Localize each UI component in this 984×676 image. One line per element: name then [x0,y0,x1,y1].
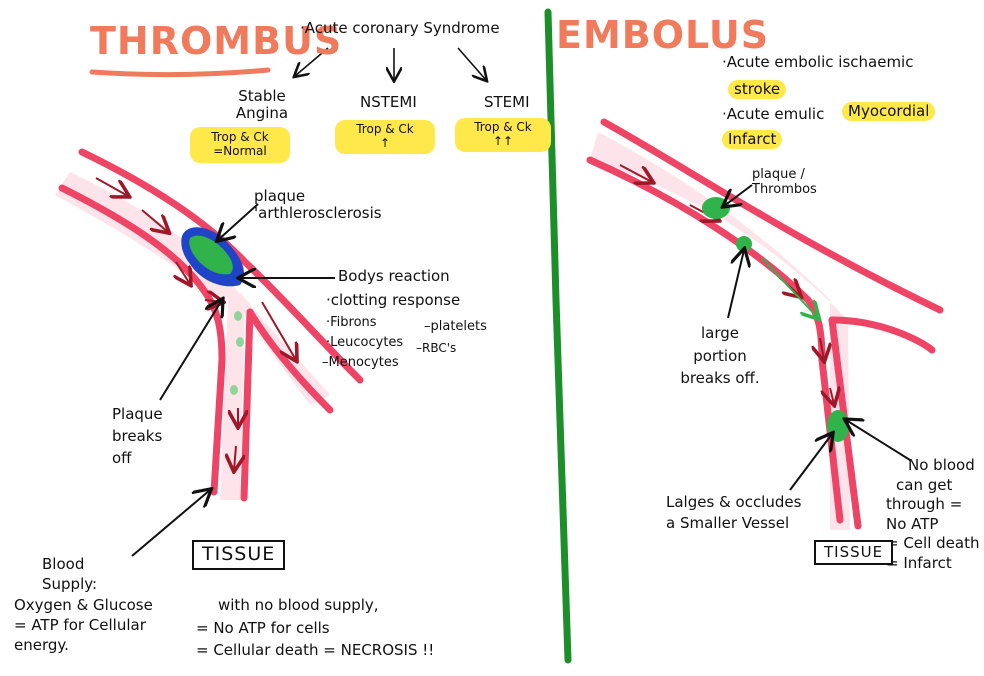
arrow-no-blood [846,420,911,461]
divider-line [544,8,572,664]
title-underline [89,67,271,78]
nstemi-label: NSTEMI [360,93,417,111]
embolus-title: EMBOLUS [556,13,770,57]
arrow-to-stemi [457,47,486,80]
arrow-large-portion [727,250,744,319]
platelets-label: –platelets [424,319,487,334]
blood-supply-label: Blood Supply: Oxygen & Glucose = ATP for… [14,555,153,654]
arrow-to-stable-angina [295,47,329,76]
bodys-reaction-label: Bodys reaction [338,267,450,285]
stemi-trop-badge: Trop & Ck↑↑ [455,118,551,152]
myocardial-badge: Myocordial [842,102,936,122]
thrombus-title: THROMBUS [90,19,343,63]
thrombus-plaque-inner [189,235,233,275]
plaque-label: plaque'arthlerosclerosis [254,187,382,223]
no-blood-through-label: No blood can get through = No ATP = Cell… [886,456,980,572]
stable-trop-badge: Trop & Ck=Normal [190,127,290,163]
no-blood-supply-label: with no blood supply, = No ATP for cells… [196,596,435,659]
arrow-blood-supply [131,490,210,557]
embolus-fragment [736,236,752,252]
arrow-lodges [789,434,832,491]
fibrons-label: ·Fibrons [326,315,377,330]
arrow-plaque [218,203,259,240]
clotting-response-label: ·clotting response [326,291,461,309]
nstemi-trop-badge: Trop & Ck↑ [335,120,435,154]
mi-line-label: ·Acute emulic [722,105,825,123]
embolus-tissue-box: TISSUE [814,540,894,566]
arrow-plaque-breaks [159,300,222,401]
thrombus-vessel [55,148,364,502]
acs-label: ·Acute coronary Syndrome [300,19,500,37]
menocytes-label: –Menocytes [322,355,399,370]
stemi-label: STEMI [484,93,530,111]
thrombos-label: plaque /Thrombos [752,167,817,197]
stroke-badge: stroke [728,80,787,100]
thrombus-tissue-box: TISSUE [192,540,286,570]
stroke-line-label: ·Acute embolic ischaemic [722,53,914,71]
leucocytes-label: ·Leucocytes [326,335,404,350]
embolus-plaque [702,197,730,219]
infarct-badge: Infarct [722,130,783,150]
rbcs-label: –RBC's [416,341,457,355]
arrow-thrombos [724,184,753,206]
